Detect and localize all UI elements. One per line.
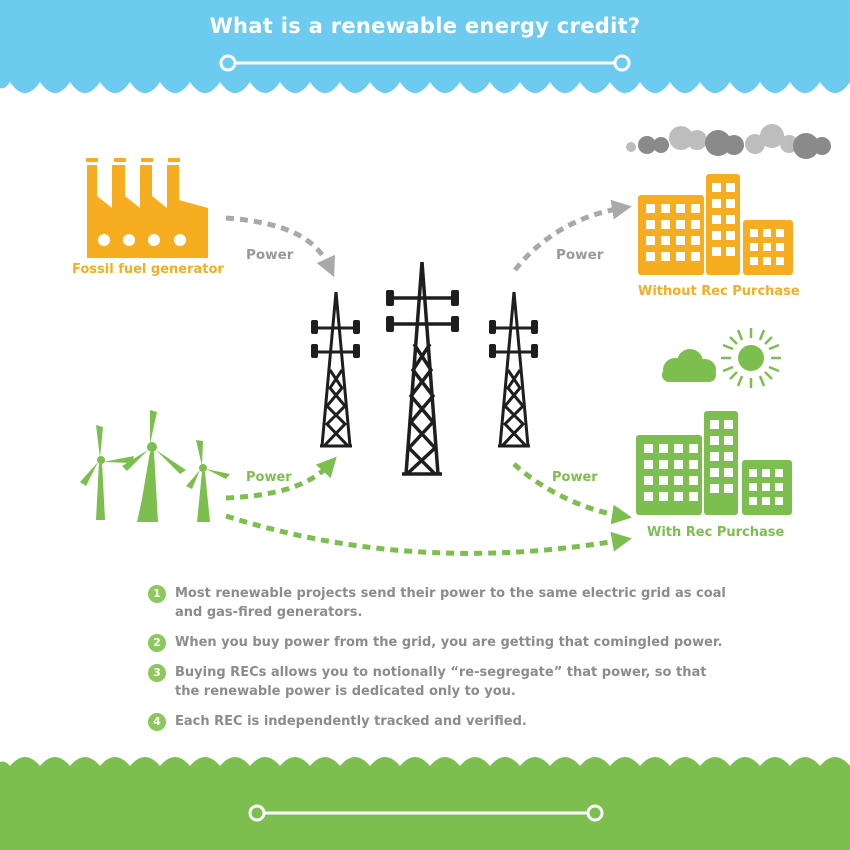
footer-band <box>0 757 850 850</box>
tower-icon-center <box>390 261 456 476</box>
list-item: 2 When you buy power from the grid, you … <box>148 633 728 652</box>
arrow-grid-to-city <box>513 199 632 272</box>
step-text: Each REC is independently tracked and ve… <box>175 714 527 729</box>
without-rec-label: Without Rec Purchase <box>638 284 800 299</box>
tower-icon-left <box>314 291 358 448</box>
header-divider <box>219 54 631 72</box>
step-text: Most renewable projects send their power… <box>175 586 726 620</box>
with-rec-label: With Rec Purchase <box>647 525 785 540</box>
page-title: What is a renewable energy credit? <box>209 14 641 38</box>
step-number-badge: 4 <box>148 713 166 731</box>
tower-icon-right <box>492 291 536 448</box>
insulators <box>311 290 538 358</box>
header-band <box>0 0 850 93</box>
power-label-wind: Power <box>246 470 292 485</box>
list-item: 3 Buying RECs allows you to notionally “… <box>148 663 728 701</box>
sun-icon <box>721 328 781 388</box>
power-label-green-out: Power <box>552 470 598 485</box>
orange-city-windows <box>646 183 784 265</box>
explanation-list: 1 Most renewable projects send their pow… <box>148 584 728 742</box>
pollution-clouds-icon <box>626 124 831 159</box>
arrow-grid-to-green-city <box>512 462 632 525</box>
footer-divider <box>248 804 604 822</box>
step-number-badge: 3 <box>148 664 166 682</box>
list-item: 4 Each REC is independently tracked and … <box>148 712 728 731</box>
power-label-dirty-out: Power <box>556 247 604 263</box>
green-cloud-icon <box>662 349 716 382</box>
step-text: When you buy power from the grid, you ar… <box>175 635 723 650</box>
step-text: Buying RECs allows you to notionally “re… <box>175 665 707 699</box>
power-label-fossil: Power <box>246 247 294 263</box>
step-number-badge: 1 <box>148 585 166 603</box>
list-item: 1 Most renewable projects send their pow… <box>148 584 728 622</box>
wind-turbines-icon <box>80 410 230 522</box>
green-city-windows <box>644 420 783 505</box>
factory-icon <box>86 158 208 258</box>
arrow-wind-to-green-city <box>225 513 632 556</box>
fossil-generator-label: Fossil fuel generator <box>72 262 224 277</box>
arrow-fossil-to-grid <box>225 215 335 278</box>
step-number-badge: 2 <box>148 634 166 652</box>
arrow-wind-to-grid <box>225 456 337 501</box>
